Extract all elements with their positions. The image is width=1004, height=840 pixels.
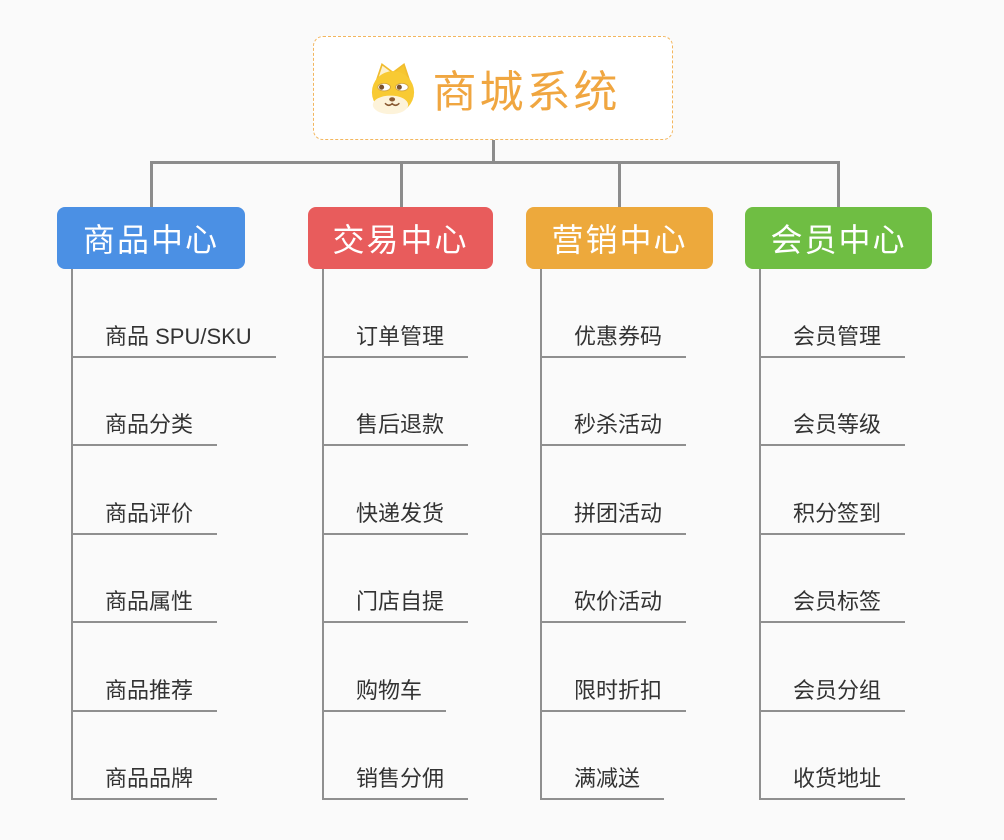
connector-drop xyxy=(618,161,621,207)
branch-stem-line xyxy=(540,269,542,800)
tree-item-label: 限时折扣 xyxy=(540,673,687,712)
tree-item[interactable]: 商品属性 xyxy=(57,535,245,623)
branch-header[interactable]: 营销中心 xyxy=(526,207,713,269)
root-title: 商城系统 xyxy=(432,68,621,117)
tree-item[interactable]: 销售分佣 xyxy=(308,712,493,800)
tree-item[interactable]: 商品品牌 xyxy=(57,712,245,800)
tree-item[interactable]: 门店自提 xyxy=(308,535,493,623)
tree-item[interactable]: 限时折扣 xyxy=(526,623,713,712)
tree-item[interactable]: 会员管理 xyxy=(745,269,932,358)
branch-item-list: 优惠券码秒杀活动拼团活动砍价活动限时折扣满减送 xyxy=(526,269,713,800)
branch-item-list: 订单管理售后退款快递发货门店自提购物车销售分佣 xyxy=(308,269,493,800)
branch-product-center: 商品中心 商品 SPU/SKU 商品分类商品评价商品属性商品推荐商品品牌 xyxy=(57,207,276,800)
tree-item[interactable]: 商品分类 xyxy=(57,358,245,446)
tree-item-label: 商品 SPU/SKU xyxy=(71,319,276,358)
tree-item[interactable]: 拼团活动 xyxy=(526,446,713,535)
tree-item[interactable]: 积分签到 xyxy=(745,446,932,535)
tree-item-label: 门店自提 xyxy=(322,584,469,623)
tree-item-label: 积分签到 xyxy=(759,496,906,535)
tree-item-label: 商品分类 xyxy=(71,407,218,446)
tree-item-label: 商品推荐 xyxy=(71,673,218,712)
connector-bus xyxy=(150,161,840,164)
tree-item[interactable]: 商品推荐 xyxy=(57,623,245,712)
tree-item[interactable]: 会员分组 xyxy=(745,623,932,712)
tree-item[interactable]: 会员标签 xyxy=(745,535,932,623)
tree-item-label: 会员等级 xyxy=(759,407,906,446)
tree-item-label: 优惠券码 xyxy=(540,319,687,358)
tree-item[interactable]: 商品 SPU/SKU xyxy=(57,269,276,358)
tree-item-label: 快递发货 xyxy=(322,496,469,535)
tree-item-label: 拼团活动 xyxy=(540,496,687,535)
tree-item-label: 会员标签 xyxy=(759,584,906,623)
tree-item-label: 订单管理 xyxy=(322,319,469,358)
tree-item[interactable]: 售后退款 xyxy=(308,358,493,446)
connector-drop xyxy=(837,161,840,207)
branch-header[interactable]: 商品中心 xyxy=(57,207,245,269)
tree-item[interactable]: 订单管理 xyxy=(308,269,493,358)
tree-item-label: 会员管理 xyxy=(759,319,906,358)
branch-marketing-center: 营销中心 优惠券码秒杀活动拼团活动砍价活动限时折扣满减送 xyxy=(526,207,713,800)
tree-item-label: 购物车 xyxy=(322,673,447,712)
root-node[interactable]: 商城系统 xyxy=(313,36,673,140)
branch-member-center: 会员中心 会员管理会员等级积分签到会员标签会员分组收货地址 xyxy=(745,207,932,800)
dog-face-icon xyxy=(366,61,420,115)
branch-trade-center: 交易中心 订单管理售后退款快递发货门店自提购物车销售分佣 xyxy=(308,207,493,800)
tree-item[interactable]: 收货地址 xyxy=(745,712,932,800)
branch-stem-line xyxy=(759,269,761,800)
tree-item[interactable]: 优惠券码 xyxy=(526,269,713,358)
branch-stem-line xyxy=(322,269,324,800)
tree-item[interactable]: 会员等级 xyxy=(745,358,932,446)
tree-item[interactable]: 快递发货 xyxy=(308,446,493,535)
tree-item-label: 收货地址 xyxy=(759,761,906,800)
tree-item-label: 会员分组 xyxy=(759,673,906,712)
branch-item-list: 商品 SPU/SKU 商品分类商品评价商品属性商品推荐商品品牌 xyxy=(57,269,276,800)
tree-item[interactable]: 购物车 xyxy=(308,623,493,712)
tree-item-label: 秒杀活动 xyxy=(540,407,687,446)
tree-item-label: 售后退款 xyxy=(322,407,469,446)
tree-item[interactable]: 秒杀活动 xyxy=(526,358,713,446)
branch-item-list: 会员管理会员等级积分签到会员标签会员分组收货地址 xyxy=(745,269,932,800)
tree-item-label: 满减送 xyxy=(540,761,665,800)
tree-item-label: 商品评价 xyxy=(71,496,218,535)
connector-root-stem xyxy=(492,140,495,163)
tree-item-label: 商品属性 xyxy=(71,584,218,623)
connector-drop xyxy=(150,161,153,207)
tree-item[interactable]: 砍价活动 xyxy=(526,535,713,623)
tree-item[interactable]: 商品评价 xyxy=(57,446,245,535)
tree-item-label: 砍价活动 xyxy=(540,584,687,623)
tree-item-label: 商品品牌 xyxy=(71,761,218,800)
branch-stem-line xyxy=(71,269,73,800)
connector-drop xyxy=(400,161,403,207)
branch-header[interactable]: 交易中心 xyxy=(308,207,493,269)
tree-item[interactable]: 满减送 xyxy=(526,712,713,800)
branch-header[interactable]: 会员中心 xyxy=(745,207,932,269)
tree-item-label: 销售分佣 xyxy=(322,761,469,800)
